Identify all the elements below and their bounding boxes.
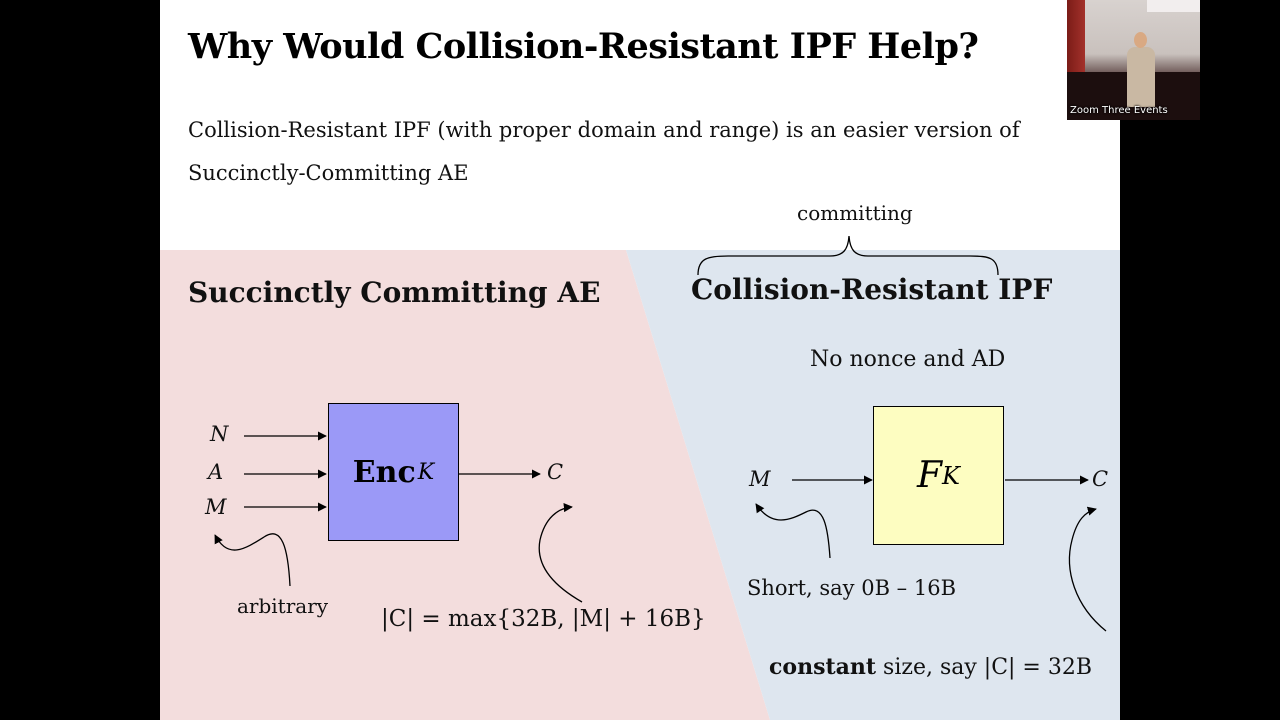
curve-formula [538,503,583,603]
presentation-slide: Why Would Collision-Resistant IPF Help? … [160,0,1120,720]
enc-subscript: K [417,459,435,485]
fk-output-label: C [1092,467,1109,491]
input-a-label: A [208,460,224,484]
fk-label: F [917,455,943,496]
right-heading: Collision-Resistant IPF [691,273,1053,306]
arbitrary-annotation: arbitrary [237,594,329,618]
webcam-video-tile[interactable]: Zoom Three Events [1067,0,1200,120]
input-m-label: M [205,495,227,519]
projector-screen [1147,0,1200,12]
body-text-line-1: Collision-Resistant IPF (with proper dom… [188,118,1020,142]
constant-size-rest: size, say |C| = 32B [876,655,1093,680]
curve-short [755,503,831,559]
constant-word: constant [769,654,877,680]
curve-arbitrary [214,533,291,587]
enc-output-label: C [547,460,564,484]
speaker-torso [1127,47,1155,107]
left-heading: Succinctly Committing AE [188,276,601,309]
committing-brace [697,235,999,276]
no-nonce-note: No nonce and AD [810,347,1006,372]
enc-label: Enc [352,454,416,490]
ciphertext-length-formula: |C| = max{32B, |M| + 16B} [381,606,706,632]
input-m-right-label: M [749,467,771,491]
speaker-head [1134,32,1147,48]
body-text-line-2: Succinctly-Committing AE [188,161,469,185]
fk-subscript: K [942,461,960,490]
webcam-caption: Zoom Three Events [1070,105,1168,116]
input-n-label: N [210,422,229,446]
brace-label: committing [797,201,913,225]
slide-title: Why Would Collision-Resistant IPF Help? [188,26,979,67]
short-annotation: Short, say 0B – 16B [747,576,957,600]
curve-constant [1068,506,1107,632]
left-panel-background [160,250,770,720]
constant-size-annotation: constant size, say |C| = 32B [769,654,1092,680]
